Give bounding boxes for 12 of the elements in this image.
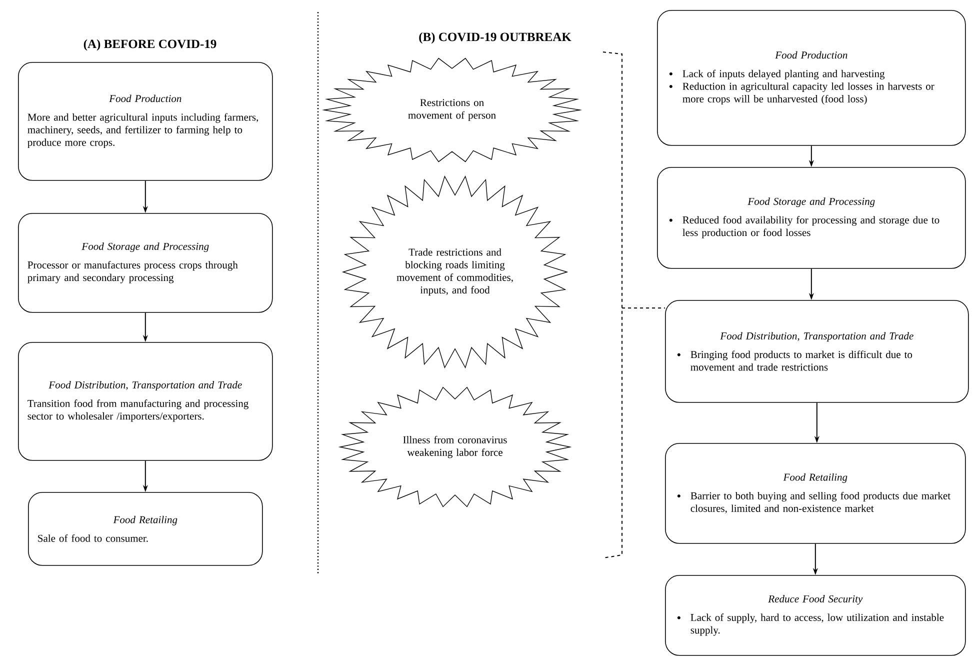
process-box: Food Storage and Processing Processor or manufactures process crops through primary and secondary processing [18, 213, 273, 313]
process-box: Food Distribution, Transportation and Trade Transition food from manufacturing and processing sector to wholesaler /importers/exporters. [18, 342, 273, 461]
process-box: Food Distribution, Transportation and Trade Bringing food products to market is difficult due to movement and trade restrictions [665, 300, 969, 403]
panel-heading: (A) BEFORE COVID-19 [84, 39, 216, 51]
process-box: Food Production Lack of inputs delayed planting and harvesting Reduction in agricultural capacity led losses in harvests or more crops will be unharvested (food loss) [657, 10, 966, 146]
process-box: Food Production More and better agricultural inputs including farmers, machinery, seeds, and fertilizer to farming help to produce more crops. [18, 62, 273, 181]
process-box: Food Retailing Sale of food to consumer. [28, 492, 263, 566]
process-box: Food Storage and Processing Reduced food availability for processing and storage due to less production or food losses [657, 167, 966, 269]
process-box: Food Retailing Barrier to both buying and selling food products due market closures, limited and non-existence market [665, 443, 966, 544]
panel-heading: (B) COVID-19 OUTBREAK [419, 32, 572, 44]
process-box: Reduce Food Security Lack of supply, hard to access, low utilization and instable supply. [665, 575, 966, 656]
bracket [602, 52, 622, 558]
